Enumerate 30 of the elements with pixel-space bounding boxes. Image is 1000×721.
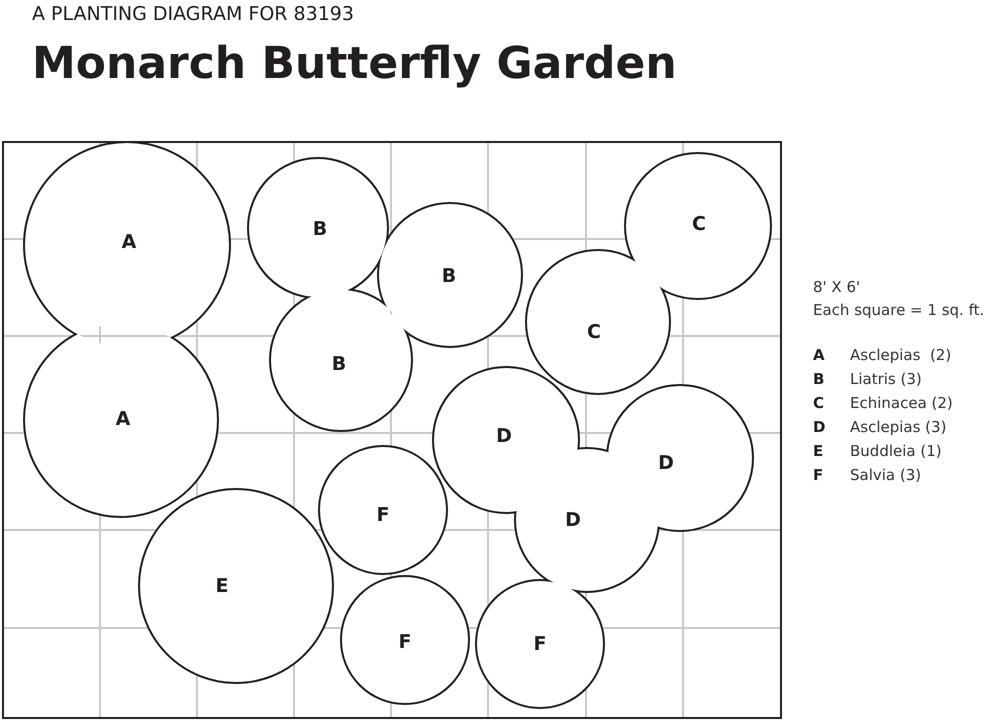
subtitle: A PLANTING DIAGRAM FOR 83193 [32,3,354,25]
plant-code: F [534,633,546,655]
plant-code: E [216,575,228,597]
legend-key: B [813,370,824,388]
plant-name: Asclepias (3) [850,418,946,436]
plant-name: Asclepias (2) [850,346,952,364]
plant-code: F [398,631,412,653]
legend-key: D [813,418,826,436]
legend-key: C [813,394,824,412]
legend-key: F [813,466,824,484]
plant-code: A [116,408,130,430]
plant-code: A [122,231,136,253]
plant-code: B [312,218,328,240]
plant-code: C [587,321,601,343]
legend-key: E [813,442,824,460]
plant-code: D [658,452,674,474]
plant-name: Liatris (3) [850,370,922,388]
plant-code: D [565,509,581,531]
plant-code: C [692,213,706,235]
plant-name: Echinacea (2) [850,394,953,412]
plant-name: Salvia (3) [850,466,922,484]
scale-note: Each square = 1 sq. ft. [813,301,984,319]
plant-code: F [376,504,390,526]
scale-note: 8' X 6' [813,278,860,296]
plant-code: B [442,265,456,287]
legend-key: A [813,346,825,364]
title: Monarch Butterfly Garden [32,38,677,89]
plant-code: D [496,425,512,447]
plant-code: B [332,353,346,375]
plant-name: Buddleia (1) [850,442,942,460]
